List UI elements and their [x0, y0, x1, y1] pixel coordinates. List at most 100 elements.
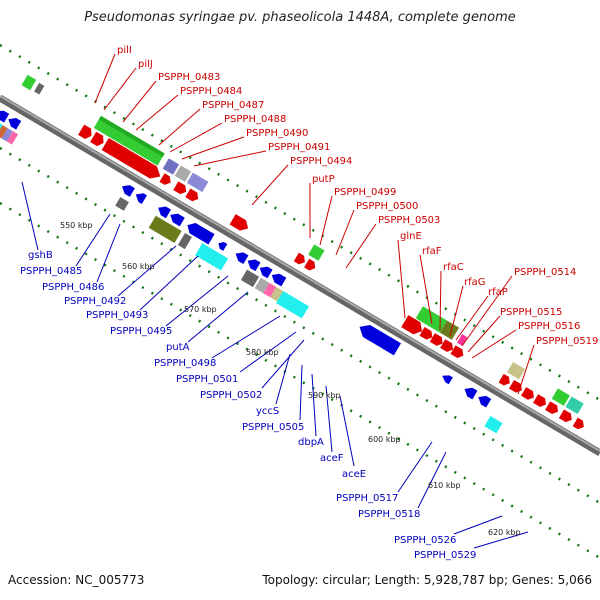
forward-gene [419, 327, 433, 340]
forward-gene-label: PSPPH_0488 [224, 114, 286, 125]
cog-block [254, 277, 270, 294]
leader-line [181, 136, 245, 160]
forward-gene [101, 137, 161, 179]
leader-line [169, 122, 223, 153]
forward-gene [558, 409, 572, 423]
leader-line [135, 94, 179, 131]
reverse-gene-label: PSPPH_0492 [64, 296, 126, 307]
forward-gene [440, 339, 453, 352]
cog-block [484, 415, 503, 434]
reverse-gene-label: yccS [256, 406, 279, 417]
cog-block [93, 115, 165, 166]
forward-gene-label: PSPPH_0484 [180, 86, 242, 97]
leader-line [335, 209, 355, 256]
cog-block [34, 82, 45, 95]
cog-block [148, 215, 182, 244]
forward-gene [229, 214, 249, 231]
cog-block [6, 131, 19, 145]
reverse-strand-genes [0, 110, 492, 408]
reverse-gene-label: PSPPH_0486 [42, 282, 104, 293]
cog-block [308, 244, 325, 261]
leader-line [339, 395, 355, 467]
kbp-label: 620 kbp [488, 528, 521, 537]
leader-line [299, 364, 303, 421]
forward-gene-label: PSPPH_0500 [356, 201, 418, 212]
kbp-label: 560 kbp [122, 262, 155, 271]
cog-block [195, 243, 229, 271]
forward-gene-labels: pilI pilJ PSPPH_0483 PSPPH_0484 PSPPH_04… [117, 45, 598, 347]
reverse-gene [359, 324, 401, 356]
leader-line [467, 315, 501, 353]
forward-gene-label: PSPPH_0491 [268, 142, 330, 153]
reverse-leader-lines [21, 181, 529, 549]
leader-line [187, 291, 249, 343]
forward-gene-label: PSPPH_0515 [500, 307, 562, 318]
cog-block [439, 320, 460, 340]
leader-line [261, 339, 305, 389]
reverse-gene [170, 213, 185, 227]
reverse-gene-label: gshB [28, 250, 53, 261]
forward-gene [450, 345, 464, 359]
forward-gene [508, 379, 522, 393]
reverse-gene [187, 222, 215, 245]
leader-line [453, 515, 503, 535]
reverse-gene-label: PSPPH_0502 [200, 390, 262, 401]
reverse-gene [218, 242, 228, 251]
kbp-label: 580 kbp [246, 348, 279, 357]
cog-block [21, 74, 37, 91]
leader-line [473, 531, 529, 549]
leader-line [397, 441, 433, 493]
reverse-gene-label: PSPPH_0526 [394, 535, 456, 546]
cog-block [98, 115, 165, 157]
forward-gene-label: PSPPH_0483 [158, 72, 220, 83]
reverse-gene-label: aceF [320, 453, 344, 464]
forward-gene [304, 258, 316, 271]
tick-track-inner-forward [0, 146, 600, 505]
topology-text: Topology: circular; Length: 5,928,787 bp… [262, 573, 592, 587]
reverse-gene-labels: gshB PSPPH_0485 PSPPH_0486 PSPPH_0492 PS… [20, 250, 476, 561]
leader-line [461, 275, 513, 347]
reverse-gene-label: PSPPH_0501 [176, 374, 238, 385]
kbp-label: 550 kbp [60, 221, 93, 230]
leader-line [319, 195, 333, 246]
reverse-gene-label: putA [166, 342, 190, 353]
cog-track-reverse [0, 116, 503, 434]
forward-gene-label: PSPPH_0514 [514, 267, 576, 278]
forward-gene [429, 333, 443, 346]
reverse-gene-label: dbpA [298, 437, 324, 448]
leader-line [211, 315, 281, 359]
leader-line [397, 239, 406, 319]
forward-gene [185, 188, 199, 202]
forward-gene [173, 181, 187, 195]
cog-block [1, 128, 13, 142]
cog-block [263, 282, 277, 298]
reverse-gene [235, 252, 249, 265]
reverse-gene [259, 266, 273, 279]
leader-line [419, 254, 433, 325]
leader-line [139, 255, 199, 311]
leader-line [117, 245, 177, 297]
kbp-labels: 550 kbp 560 kbp 570 kbp 580 kbp 590 kbp … [60, 221, 521, 537]
forward-gene-label: glnE [400, 231, 422, 242]
forward-gene-label: PSPPH_0519 [536, 336, 598, 347]
reverse-gene-label: PSPPH_0495 [110, 326, 172, 337]
cog-block [270, 286, 284, 302]
forward-gene-label: pilI [117, 45, 132, 56]
leader-line [122, 80, 157, 123]
cog-block [565, 396, 584, 415]
forward-gene-label: pilJ [138, 59, 153, 70]
leader-line [449, 285, 464, 337]
cog-block [115, 197, 129, 211]
forward-gene [90, 131, 104, 147]
forward-gene [498, 373, 510, 386]
map-title: Pseudomonas syringae pv. phaseolicola 14… [84, 10, 516, 25]
forward-gene-label: rfaF [422, 246, 442, 257]
cog-block [276, 291, 309, 319]
leader-line [103, 67, 137, 111]
leader-line [471, 329, 517, 359]
reverse-gene [478, 395, 492, 408]
reverse-gene [0, 110, 10, 123]
reverse-gene [135, 193, 147, 204]
forward-gene-label: PSPPH_0494 [290, 156, 352, 167]
